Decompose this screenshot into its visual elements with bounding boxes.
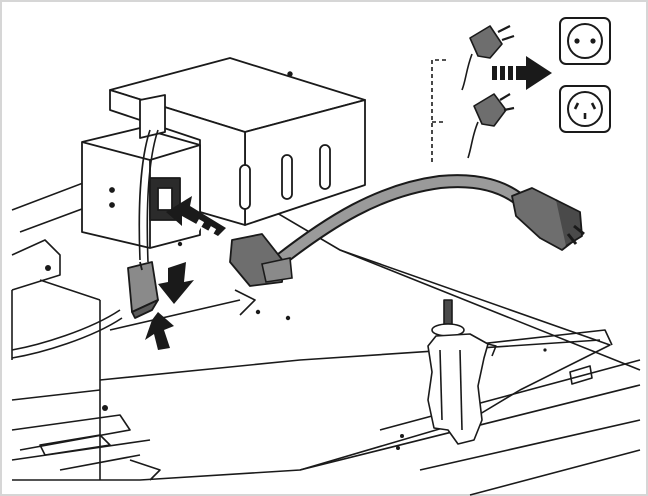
cloth-tag-icon <box>427 299 497 445</box>
internal-cable <box>11 129 159 359</box>
ferrite-core-icon <box>127 261 159 319</box>
plug-options-bracket <box>431 59 446 165</box>
schuko-plug-icon <box>511 187 585 251</box>
arrow-up-icon <box>145 312 174 350</box>
arrow-down-icon <box>158 262 194 304</box>
type-i-plug-icon <box>467 93 515 159</box>
power-cord-icon <box>229 174 527 287</box>
screw-dots <box>45 241 547 450</box>
power-supply-housing <box>109 57 366 226</box>
printer-base <box>11 149 641 496</box>
schuko-socket-icon <box>559 17 611 65</box>
type-i-socket-icon <box>559 85 611 133</box>
arrow-left-icon <box>166 196 226 238</box>
arrow-right-icon <box>492 56 552 90</box>
type-c-plug-icon <box>461 25 515 91</box>
